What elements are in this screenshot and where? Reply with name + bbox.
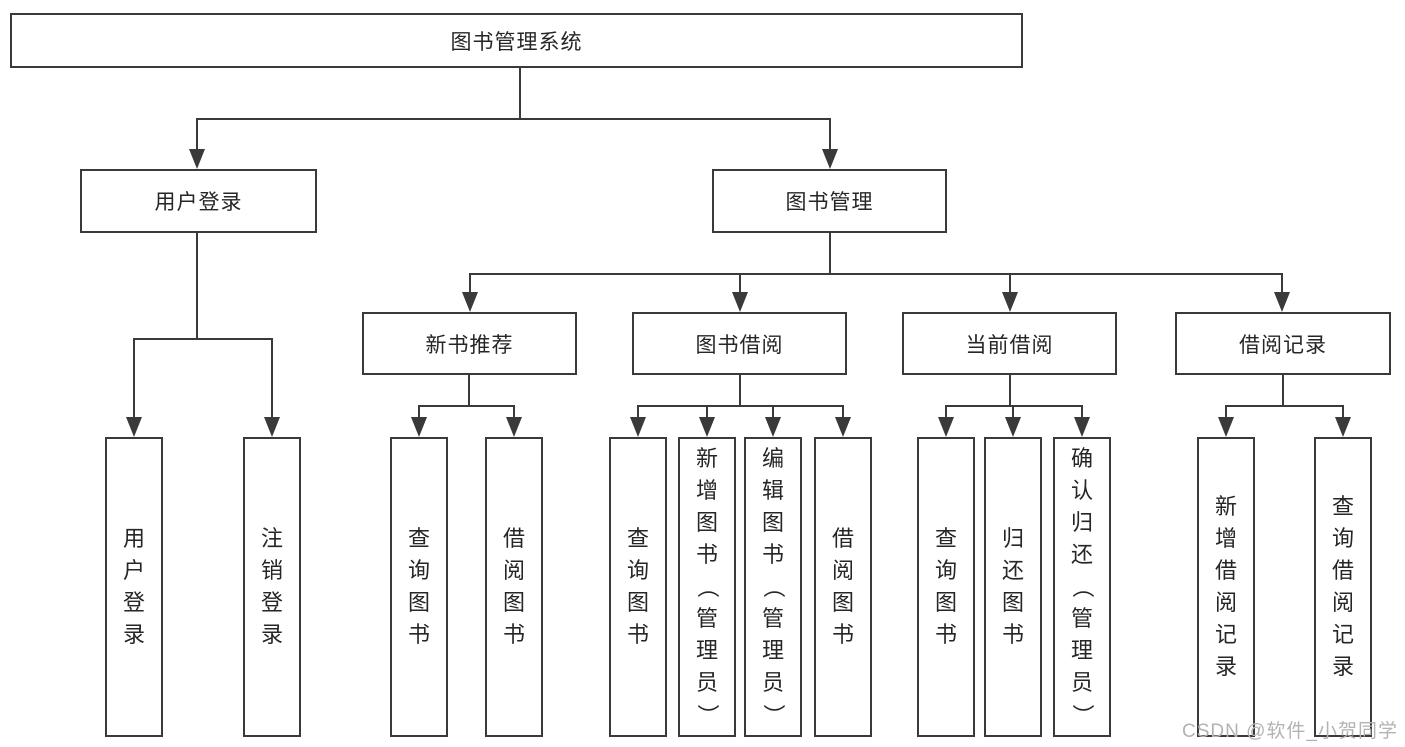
arrow-down-icon (264, 417, 280, 437)
connector-line (469, 273, 471, 293)
node-borrow-record: 借阅记录 (1175, 312, 1391, 375)
arrow-down-icon (1335, 417, 1351, 437)
csdn-watermark: CSDN @软件_小贺同学 (1182, 721, 1398, 742)
connector-line (945, 405, 947, 417)
leaf-record-query-borrow-record: 查询借阅记录 (1314, 437, 1372, 737)
connector-line (1009, 273, 1011, 293)
connector-line (842, 405, 844, 417)
arrow-down-icon (1274, 292, 1290, 312)
arrow-down-icon (699, 417, 715, 437)
connector-line (1225, 405, 1344, 407)
connector-line (829, 233, 831, 273)
connector-line (1225, 405, 1227, 417)
connector-line (196, 233, 198, 338)
node-root: 图书管理系统 (10, 13, 1023, 68)
connector-line (1012, 405, 1014, 417)
leaf-borrow-query-book: 查询图书 (609, 437, 667, 737)
arrow-down-icon (1002, 292, 1018, 312)
connector-line (513, 405, 515, 417)
arrow-down-icon (506, 417, 522, 437)
leaf-newrec-borrow-book: 借阅图书 (485, 437, 543, 737)
arrow-down-icon (835, 417, 851, 437)
connector-line (418, 405, 420, 417)
connector-line (519, 68, 521, 118)
connector-line (196, 118, 831, 120)
connector-line (739, 375, 741, 405)
connector-line (829, 118, 831, 151)
connector-line (739, 273, 741, 293)
leaf-current-return-book: 归还图书 (984, 437, 1042, 737)
leaf-current-query-book: 查询图书 (917, 437, 975, 737)
arrow-down-icon (411, 417, 427, 437)
connector-line (271, 338, 273, 418)
leaf-borrow-edit-book-admin: 编辑图书（管理员） (744, 437, 802, 737)
node-new-book-recommend: 新书推荐 (362, 312, 577, 375)
arrow-down-icon (938, 417, 954, 437)
connector-line (196, 118, 198, 151)
connector-line (1282, 375, 1284, 405)
arrow-down-icon (126, 417, 142, 437)
connector-line (133, 338, 273, 340)
arrow-down-icon (1005, 417, 1021, 437)
node-current-borrow: 当前借阅 (902, 312, 1117, 375)
arrow-down-icon (630, 417, 646, 437)
leaf-borrow-add-book-admin: 新增图书（管理员） (678, 437, 736, 737)
arrow-down-icon (732, 292, 748, 312)
leaf-record-add-borrow-record: 新增借阅记录 (1197, 437, 1255, 737)
connector-line (1281, 273, 1283, 293)
arrow-down-icon (1218, 417, 1234, 437)
leaf-current-confirm-return-admin: 确认归还（管理员） (1053, 437, 1111, 737)
connector-line (469, 273, 1283, 275)
connector-line (945, 405, 1083, 407)
connector-line (772, 405, 774, 417)
leaf-newrec-query-book: 查询图书 (390, 437, 448, 737)
leaf-borrow-borrow-book: 借阅图书 (814, 437, 872, 737)
arrow-down-icon (1074, 417, 1090, 437)
node-book-management: 图书管理 (712, 169, 947, 233)
connector-line (133, 338, 135, 418)
connector-line (1342, 405, 1344, 417)
arrow-down-icon (822, 149, 838, 169)
connector-line (1009, 375, 1011, 405)
connector-line (468, 375, 470, 405)
arrow-down-icon (189, 149, 205, 169)
leaf-user-login: 用户登录 (105, 437, 163, 737)
node-user-login: 用户登录 (80, 169, 317, 233)
connector-line (637, 405, 639, 417)
arrow-down-icon (462, 292, 478, 312)
connector-line (637, 405, 844, 407)
leaf-logout-login: 注销登录 (243, 437, 301, 737)
connector-line (418, 405, 515, 407)
connector-line (706, 405, 708, 417)
arrow-down-icon (765, 417, 781, 437)
node-book-borrow: 图书借阅 (632, 312, 847, 375)
connector-line (1081, 405, 1083, 417)
